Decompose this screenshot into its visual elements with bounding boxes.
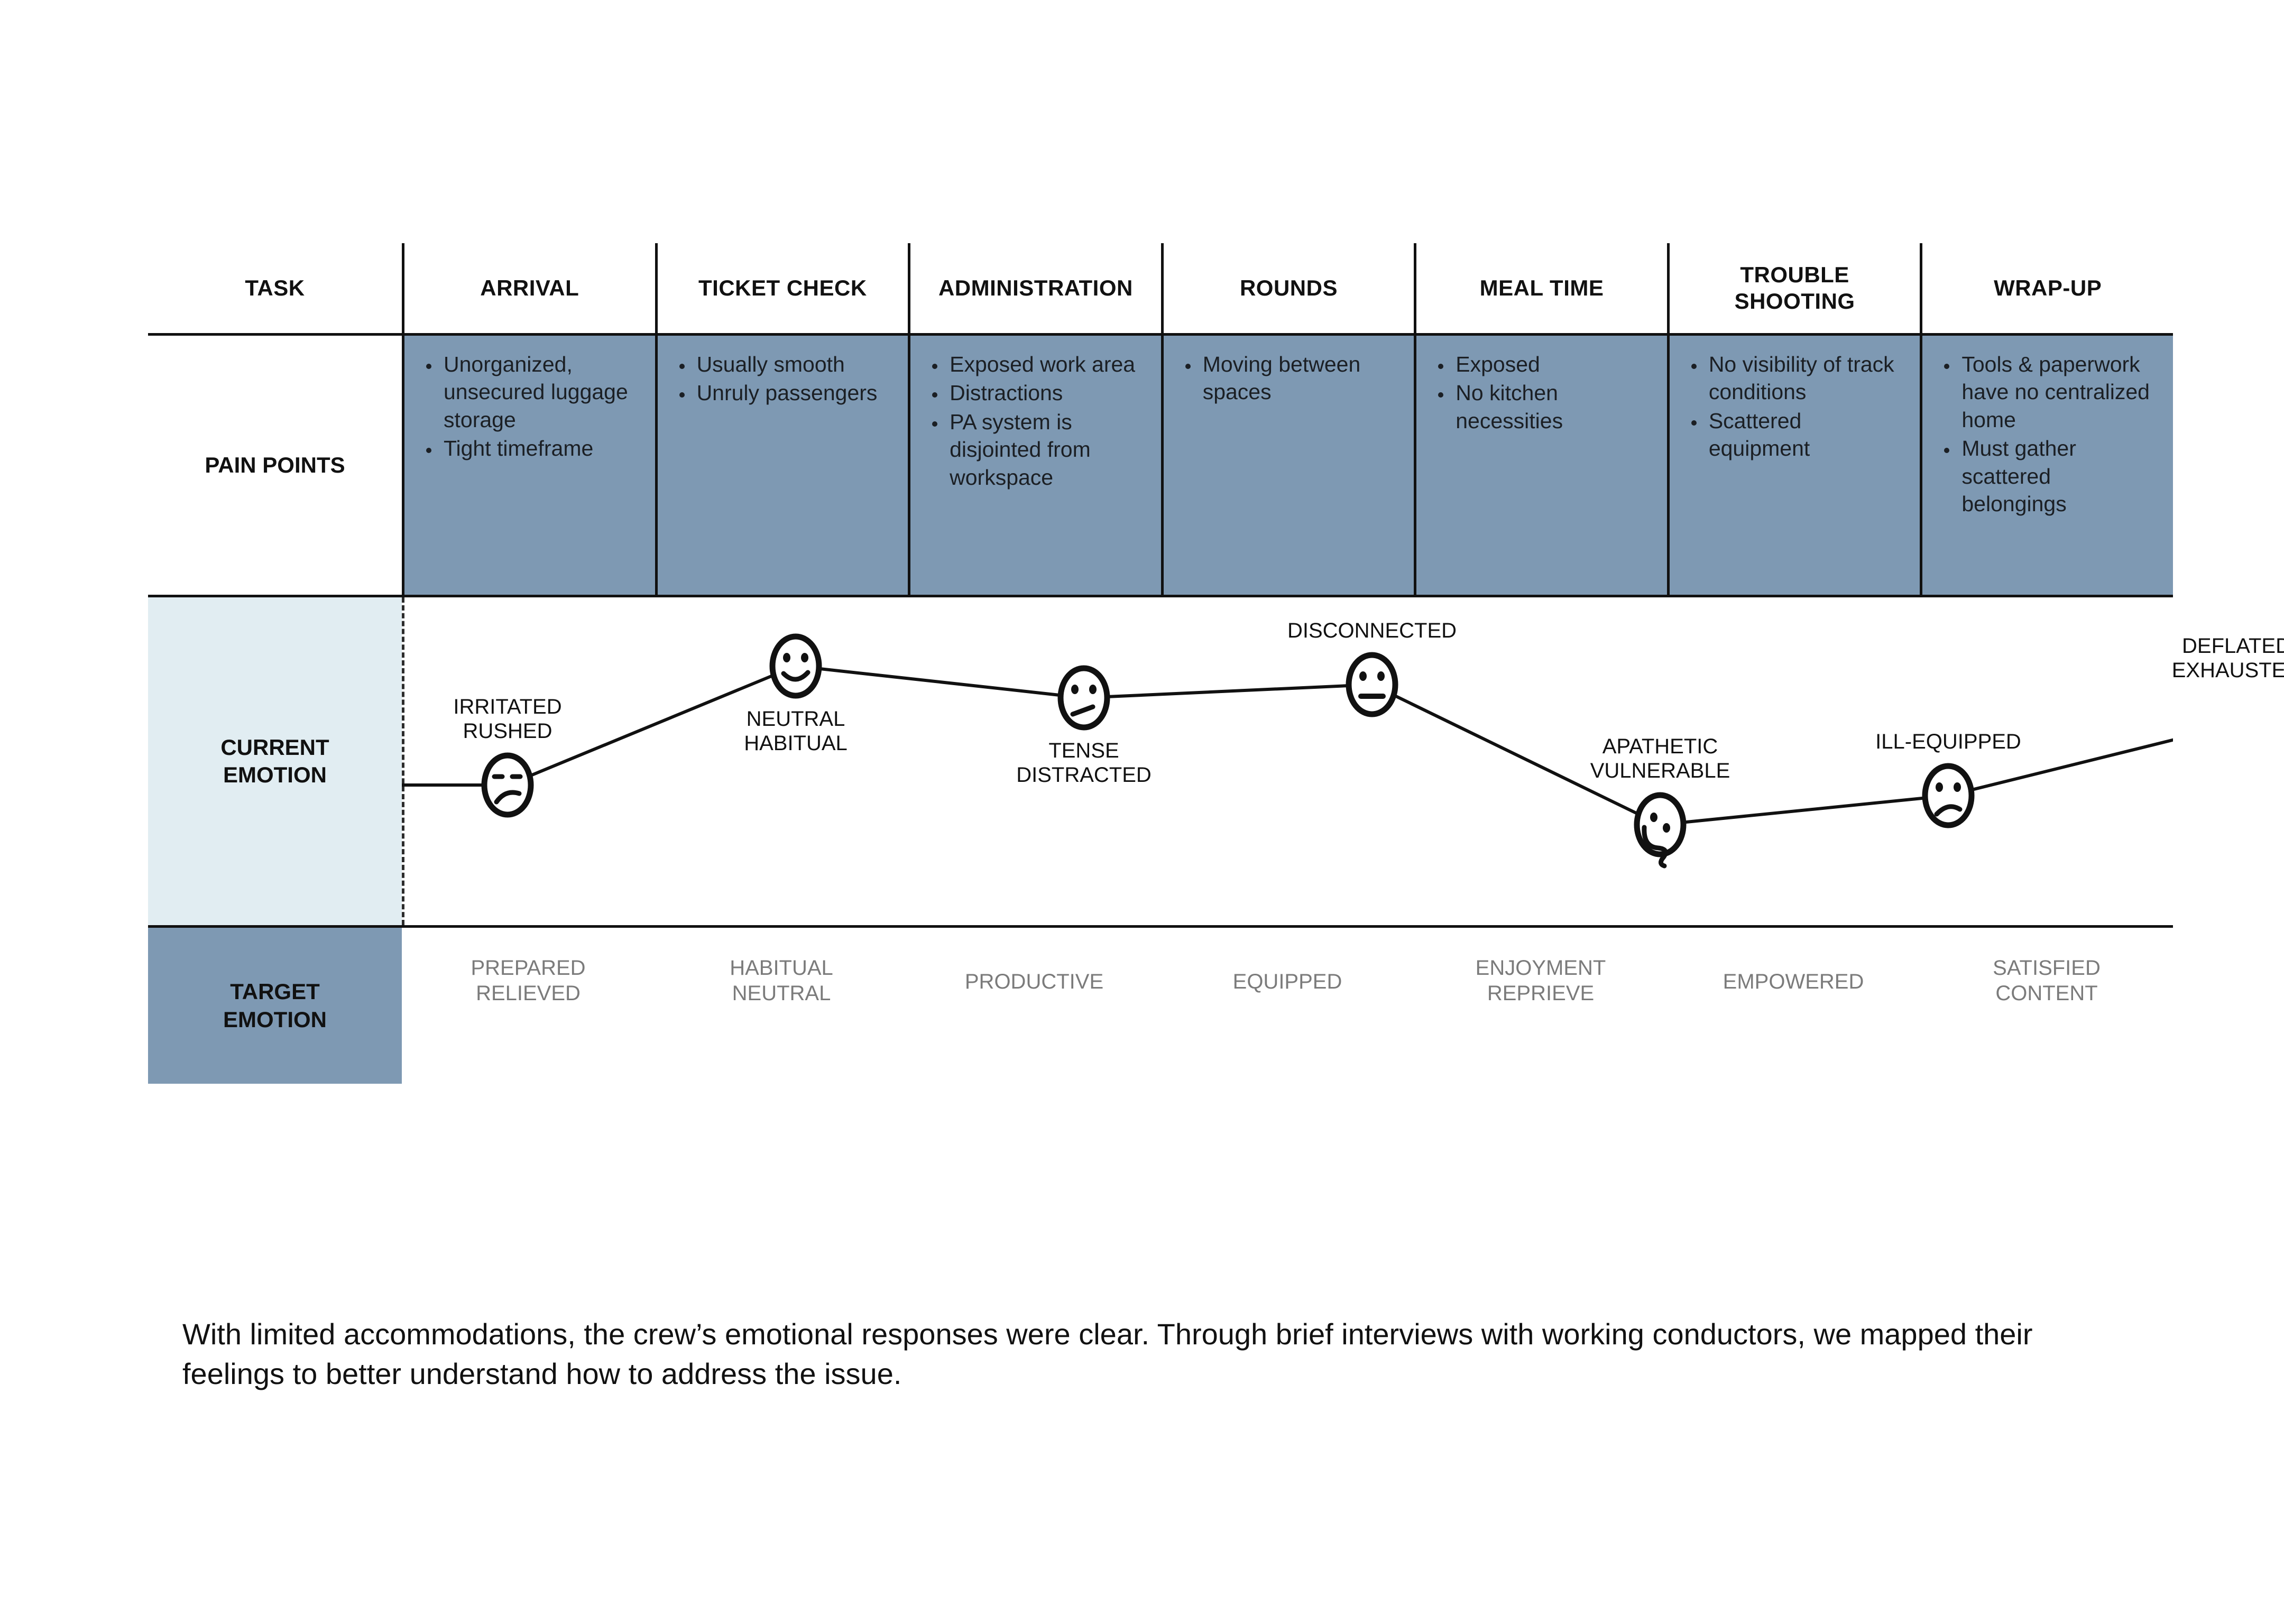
row-label-pain-points: PAIN POINTS [148, 336, 402, 595]
header-cell-task: TASK [245, 275, 305, 301]
pain-points-list: Unorganized, unsecured luggage storageTi… [416, 350, 643, 463]
pain-points-list: Moving between spaces [1175, 350, 1403, 406]
header-cell-ticket-check: TICKET CHECK [655, 243, 908, 333]
pain-points-cell-wrap-up: Tools & paperwork have no centralized ho… [1920, 336, 2173, 595]
pain-points-list: No visibility of track conditionsScatter… [1681, 350, 1909, 463]
emotion-label-trouble-shooting: ILL-EQUIPPED [1875, 730, 2021, 753]
pain-point-item: Usually smooth [694, 350, 897, 378]
pain-point-item: Exposed [1452, 350, 1655, 378]
pain-point-item: Exposed work area [946, 350, 1149, 378]
pain-point-item: Tools & paperwork have no centralized ho… [1958, 350, 2161, 433]
pain-points-list: Exposed work areaDistractionsPA system i… [922, 350, 1149, 491]
emotion-label-rounds: DISCONNECTED [1287, 619, 1457, 642]
target-emotion-label-administration: PRODUCTIVE [964, 970, 1104, 993]
pain-point-item: Tight timeframe [440, 435, 643, 462]
pain-point-item: No visibility of track conditions [1706, 350, 1909, 406]
header-cell-arrival: ARRIVAL [402, 243, 655, 333]
emotion-curve-svg [402, 633, 2173, 869]
pain-points-cell-rounds: Moving between spaces [1161, 336, 1414, 595]
pain-points-cell-trouble-shooting: No visibility of track conditionsScatter… [1666, 336, 1920, 595]
pain-points-cell-meal-time: ExposedNo kitchen necessities [1414, 336, 1667, 595]
emotion-face-flat-mouth [1346, 652, 1398, 717]
pain-point-item: Moving between spaces [1200, 350, 1403, 406]
pain-points-list: ExposedNo kitchen necessities [1428, 350, 1655, 435]
emotion-face-smile [769, 633, 822, 699]
pain-points-list: Usually smoothUnruly passengers [669, 350, 897, 407]
pain-point-item: PA system is disjointed from workspace [946, 408, 1149, 491]
pain-points-cell-administration: Exposed work areaDistractionsPA system i… [908, 336, 1161, 595]
pain-point-item: Must gather scattered belongings [1958, 435, 2161, 518]
summary-caption: With limited accommodations, the crew’s … [182, 1317, 2033, 1391]
target-emotion-label-rounds: EQUIPPED [1232, 970, 1342, 993]
header-cell-administration: ADMINISTRATION [908, 243, 1161, 333]
header-cell-meal-time: MEAL TIME [1414, 243, 1667, 333]
emotion-label-wrap-up: DEFLATEDEXHAUSTED [2171, 634, 2284, 682]
pain-point-item: No kitchen necessities [1452, 379, 1655, 435]
target-emotion-label-trouble-shooting: EMPOWERED [1723, 970, 1864, 993]
pain-points-row: PAIN POINTS Unorganized, unsecured lugga… [148, 336, 2173, 597]
header-cell-wrap-up: WRAP-UP [1920, 243, 2173, 333]
pain-point-item: Unorganized, unsecured luggage storage [440, 350, 643, 433]
pain-points-cell-arrival: Unorganized, unsecured luggage storageTi… [402, 336, 655, 595]
timeline-start-dashed-divider [402, 597, 404, 925]
emotion-face-melting-squiggle [1634, 792, 1687, 869]
emotion-face-tense-slant [1057, 665, 1110, 731]
emotion-face-frown [1922, 763, 1975, 828]
pain-point-item: Unruly passengers [694, 379, 897, 407]
pain-points-cell-ticket-check: Usually smoothUnruly passengers [655, 336, 908, 595]
emotion-connector-lines [402, 667, 2173, 824]
pain-point-item: Distractions [946, 379, 1149, 407]
emotion-face-frown-flat-eyes [481, 752, 534, 818]
header-cell-rounds: ROUNDS [1161, 243, 1414, 333]
pain-points-list: Tools & paperwork have no centralized ho… [1934, 350, 2161, 518]
pain-point-item: Scattered equipment [1706, 407, 1909, 463]
